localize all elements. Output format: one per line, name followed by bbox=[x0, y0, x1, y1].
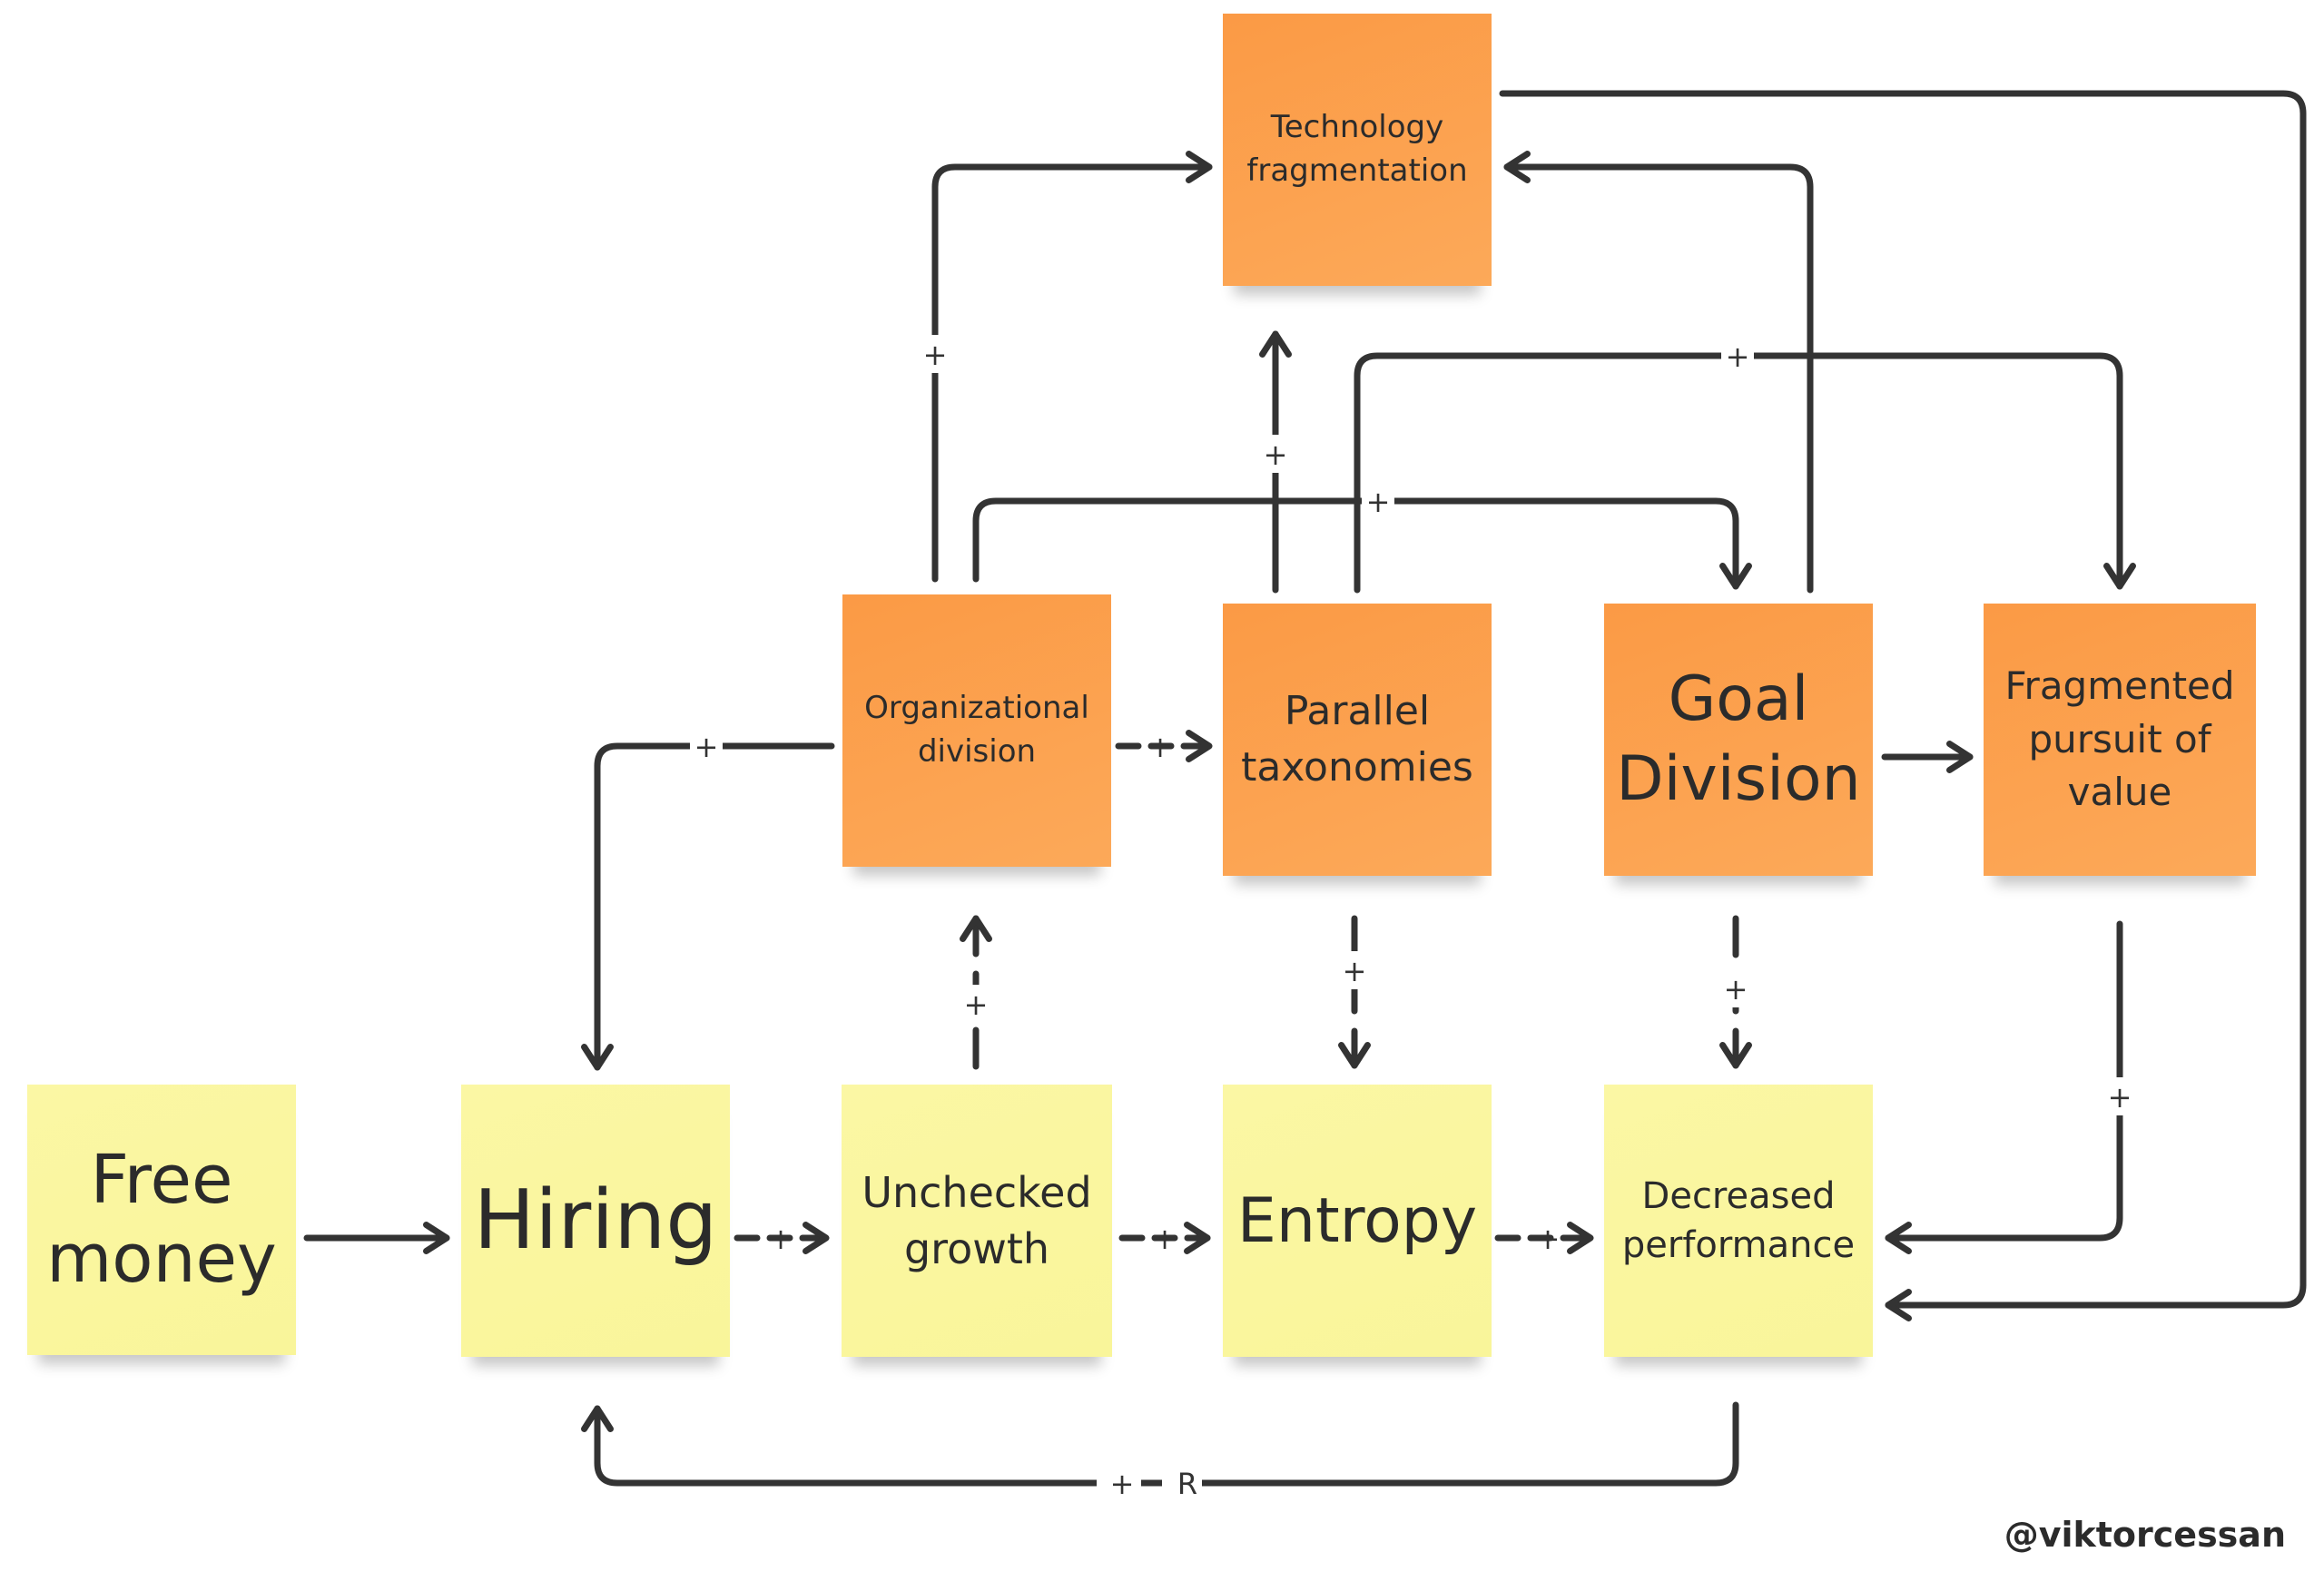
svg-text:+: + bbox=[694, 730, 719, 764]
arrow-fragmented-pursuit-to-decreased-performance bbox=[1885, 920, 2123, 1254]
note-technology-fragmentation-text: Technology fragmentation bbox=[1246, 109, 1468, 189]
plus-label-goal-to-decreased: + bbox=[1721, 969, 1750, 1007]
note-goal-division-text: Goal Division bbox=[1616, 663, 1861, 815]
note-organizational-division: Organizational division bbox=[842, 594, 1111, 867]
svg-text:+: + bbox=[1536, 1222, 1561, 1256]
note-goal-division: Goal Division bbox=[1604, 604, 1873, 876]
svg-text:+: + bbox=[1726, 339, 1750, 374]
note-organizational-division-text: Organizational division bbox=[864, 690, 1089, 770]
note-hiring: Hiring bbox=[461, 1085, 730, 1357]
svg-text:+: + bbox=[2108, 1080, 2132, 1115]
svg-text:+: + bbox=[1110, 1467, 1135, 1501]
note-fragmented-pursuit-text: Fragmented pursuit of value bbox=[2004, 663, 2235, 815]
note-parallel-taxonomies: Parallel taxonomies bbox=[1223, 604, 1492, 876]
note-free-money-text: Free money bbox=[46, 1140, 277, 1298]
svg-text:+: + bbox=[964, 987, 989, 1022]
svg-text:+: + bbox=[1343, 954, 1367, 988]
note-unchecked-growth: Unchecked growth bbox=[842, 1085, 1112, 1357]
loop-label-decreased-to-hiring: + R bbox=[1097, 1463, 1202, 1503]
plus-label-org-to-hiring: + bbox=[690, 727, 723, 765]
arrow-technology-fragmentation-to-decreased-performance bbox=[1499, 90, 2307, 1321]
plus-label-hiring-to-unchecked: + bbox=[769, 1222, 793, 1256]
note-parallel-taxonomies-text: Parallel taxonomies bbox=[1241, 688, 1473, 791]
note-unchecked-growth-text: Unchecked growth bbox=[862, 1167, 1092, 1273]
plus-label-org-to-tech: + bbox=[921, 335, 950, 373]
plus-label-org-to-parallel: + bbox=[1148, 730, 1173, 764]
svg-text:+: + bbox=[923, 338, 948, 372]
svg-text:R: R bbox=[1177, 1467, 1197, 1501]
arrow-goal-division-to-technology-fragmentation bbox=[1503, 151, 1814, 594]
note-entropy: Entropy bbox=[1223, 1085, 1492, 1357]
note-entropy-text: Entropy bbox=[1236, 1184, 1478, 1257]
plus-label-entropy-to-decreased: + bbox=[1536, 1222, 1561, 1256]
plus-label-org-to-goal: + bbox=[1362, 482, 1394, 520]
note-technology-fragmentation: Technology fragmentation bbox=[1223, 14, 1492, 286]
note-hiring-text: Hiring bbox=[473, 1172, 718, 1268]
arrow-org-division-to-hiring bbox=[581, 742, 835, 1071]
note-decreased-performance-text: Decreased performance bbox=[1621, 1175, 1856, 1266]
author-handle: @viktorcessan bbox=[2004, 1515, 2286, 1555]
svg-text:+: + bbox=[1264, 437, 1288, 472]
plus-label-parallel-to-fragmented: + bbox=[1721, 337, 1754, 375]
svg-text:+: + bbox=[1148, 730, 1173, 764]
plus-label-parallel-to-entropy: + bbox=[1340, 951, 1369, 989]
svg-text:+: + bbox=[769, 1222, 793, 1256]
svg-text:+: + bbox=[1724, 972, 1748, 1007]
plus-label-fragmented-to-decreased: + bbox=[2105, 1077, 2134, 1115]
plus-label-unchecked-to-org: + bbox=[961, 985, 990, 1023]
note-free-money: Free money bbox=[27, 1085, 296, 1355]
svg-text:+: + bbox=[1153, 1222, 1177, 1256]
plus-label-unchecked-to-entropy: + bbox=[1153, 1222, 1177, 1256]
note-fragmented-pursuit: Fragmented pursuit of value bbox=[1984, 604, 2256, 876]
note-decreased-performance: Decreased performance bbox=[1604, 1085, 1873, 1357]
arrow-org-division-to-technology-fragmentation bbox=[931, 151, 1213, 583]
plus-label-parallel-to-tech: + bbox=[1261, 435, 1290, 473]
svg-text:+: + bbox=[1366, 485, 1391, 519]
